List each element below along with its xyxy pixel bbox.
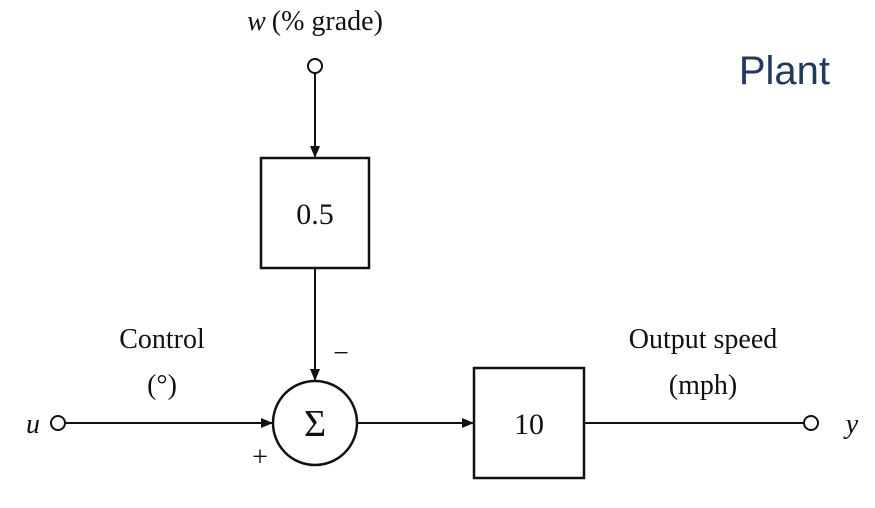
disturbance-unit: (% grade) [272, 6, 383, 37]
output-unit: (mph) [669, 370, 737, 401]
plant-gain-block [472, 366, 586, 480]
control-label: Control [119, 324, 205, 355]
disturbance-terminal [307, 58, 323, 74]
minus-sign: − [333, 338, 349, 369]
sigma-symbol: Σ [304, 403, 326, 445]
control-unit: (°) [147, 370, 177, 401]
disturbance-symbol: w [247, 6, 266, 37]
disturbance-gain-value: 0.5 [296, 198, 334, 231]
input-terminal [50, 415, 66, 431]
output-symbol: y [843, 409, 859, 440]
plant-title: Plant [739, 49, 830, 93]
output-label: Output speed [629, 324, 778, 355]
plant-gain-value: 10 [514, 408, 544, 441]
output-terminal [803, 415, 819, 431]
input-symbol: u [26, 409, 40, 440]
plus-sign: + [252, 442, 268, 473]
disturbance-label: w(% grade) [247, 6, 383, 37]
